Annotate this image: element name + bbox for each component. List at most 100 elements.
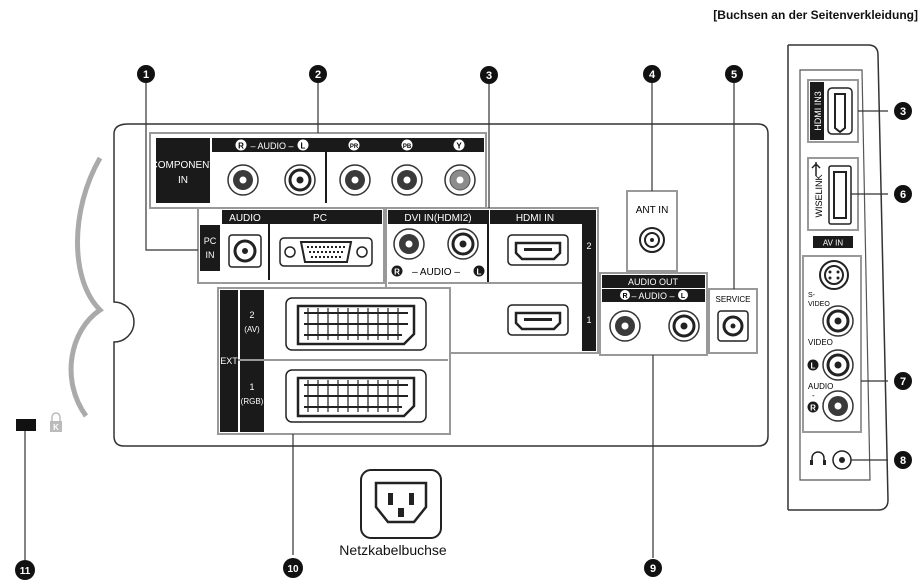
svg-text:3: 3 [900, 106, 906, 118]
side-hdmi3-label: HDMI IN3 [813, 91, 823, 131]
pc-label: PC [313, 213, 327, 224]
callout-10: 10 [283, 558, 303, 578]
audio-out-r-jack[interactable] [609, 310, 641, 342]
pc-audio-label: AUDIO [229, 213, 261, 224]
svg-text:3: 3 [486, 70, 492, 82]
ext-title: EXT [220, 356, 238, 366]
lock-slot [16, 419, 36, 431]
dvi-r-badge: R [394, 268, 400, 277]
component-audio-r-jack[interactable] [227, 164, 259, 196]
dvi-audio-r-jack[interactable] [393, 228, 425, 260]
audio-out-r-badge: R [622, 293, 627, 300]
pc-in-group: PC IN AUDIO PC [197, 207, 385, 284]
callout-9: 9 [644, 559, 662, 577]
scart-ext2-port[interactable] [284, 296, 428, 352]
usb-port[interactable] [828, 165, 852, 225]
svg-text:7: 7 [900, 376, 906, 388]
side-audio-l-jack[interactable] [821, 348, 855, 382]
dvi-audio-label: – AUDIO – [412, 267, 460, 278]
side-panel-caption: [Buchsen an der Seitenverkleidung] [713, 8, 918, 22]
headphone-jack[interactable] [832, 450, 852, 470]
component-title-2: IN [178, 175, 188, 186]
callout-11: 11 [15, 560, 35, 580]
hdmi-port2-label: 2 [586, 241, 591, 251]
hdmi1-port[interactable] [506, 303, 570, 337]
component-r-badge: R [238, 142, 244, 151]
antenna-jack[interactable] [639, 227, 665, 253]
svg-text:9: 9 [650, 563, 656, 575]
kensington-lock-icon [50, 412, 62, 432]
component-pr-jack[interactable] [339, 164, 371, 196]
callout-lines [24, 83, 888, 560]
svg-text:1: 1 [143, 69, 149, 81]
svg-text:5: 5 [731, 69, 737, 81]
callout-badges: 1 2 3 4 5 6 7 8 9 10 11 3 [15, 65, 912, 580]
callout-3: 3 [480, 66, 498, 84]
audio-out-audio-label: – AUDIO – [631, 291, 674, 301]
svg-text:4: 4 [649, 69, 656, 81]
side-svideo-label-2: VIDEO [808, 301, 830, 308]
side-av-in-label: AV IN [823, 239, 844, 248]
service-label: SERVICE [716, 295, 751, 304]
component-l-badge: L [301, 142, 306, 151]
audio-out-title: AUDIO OUT [628, 277, 679, 287]
ant-in-label: ANT IN [636, 205, 669, 216]
ext-rgb-num: 1 [249, 382, 254, 392]
vga-port[interactable] [279, 237, 373, 267]
ext-av-label: (AV) [244, 325, 260, 334]
hdmi2-port[interactable] [506, 233, 570, 267]
side-hdmi3-port[interactable] [827, 87, 853, 135]
usb-icon [811, 162, 821, 176]
hdmi-in-title: HDMI IN [516, 213, 554, 224]
component-in-group: COMPONENT IN R – AUDIO – L PR PB Y [149, 132, 487, 209]
pc-in-title-1: PC [204, 236, 217, 246]
scart-ext1-port[interactable] [284, 368, 428, 424]
side-panel: HDMI IN3 WISELINK AV IN S- VIDEO VIDEO [787, 44, 889, 511]
dvi-l-badge: L [477, 268, 482, 277]
callout-8: 8 [894, 451, 912, 469]
side-audio-label: AUDIO [808, 382, 833, 391]
component-pb-jack[interactable] [391, 164, 423, 196]
side-video-label: VIDEO [808, 338, 833, 347]
component-y-badge: Y [456, 142, 462, 151]
side-video-jack[interactable] [821, 304, 855, 338]
component-pb-badge: PB [403, 144, 412, 150]
s-video-jack[interactable] [819, 260, 849, 290]
svg-text:6: 6 [900, 189, 906, 201]
service-group: SERVICE [708, 288, 758, 354]
callout-7: 7 [894, 372, 912, 390]
ext-av-num: 2 [249, 310, 254, 320]
callout-5: 5 [725, 65, 743, 83]
headphone-icon [810, 451, 826, 465]
lock-letter: K [53, 423, 59, 432]
callout-3-side: 3 [894, 102, 912, 120]
side-audio-r-jack[interactable] [822, 390, 854, 422]
audio-out-group: AUDIO OUT R – AUDIO – L [599, 272, 708, 356]
ant-in-group: ANT IN [626, 190, 678, 272]
callout-4: 4 [643, 65, 661, 83]
component-pr-badge: PR [350, 144, 359, 150]
side-l-badge: L [811, 362, 816, 371]
side-audio-dash: - [812, 391, 815, 400]
callout-2: 2 [309, 65, 327, 83]
svg-text:8: 8 [900, 455, 906, 467]
ext-group: EXT 2 (AV) 1 (RGB) [217, 287, 451, 435]
component-y-jack[interactable] [444, 164, 476, 196]
pc-in-title-2: IN [206, 250, 215, 260]
dvi-audio-l-jack[interactable] [446, 227, 480, 261]
callout-1: 1 [137, 65, 155, 83]
audio-out-l-badge: L [681, 293, 686, 300]
component-title-1: COMPONENT [151, 160, 216, 171]
side-wiselink-label: WISELINK [814, 174, 824, 217]
hdmi-port1-label: 1 [586, 315, 591, 325]
svg-text:11: 11 [20, 566, 31, 577]
power-socket[interactable] [360, 469, 442, 539]
component-audio-l-jack[interactable] [283, 163, 317, 197]
svg-text:10: 10 [287, 564, 299, 575]
cable-curve [68, 156, 104, 418]
power-socket-label: Netzkabelbuchse [339, 542, 447, 558]
side-r-badge: R [810, 404, 816, 413]
side-svideo-label-1: S- [808, 292, 816, 299]
audio-out-l-jack[interactable] [667, 309, 701, 343]
